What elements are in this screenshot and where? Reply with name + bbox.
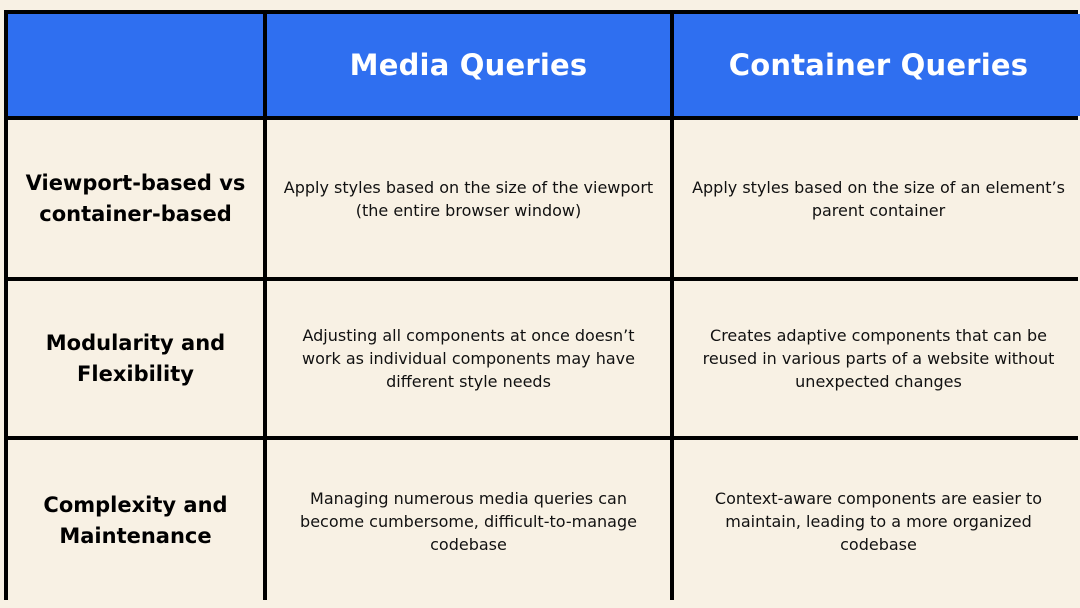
cell-text-line: maintain, leading to a more organized — [725, 511, 1032, 531]
row-label-line: container-based — [39, 201, 232, 226]
cell-text-line: Managing numerous media queries can — [310, 488, 627, 508]
cell-text-line: Apply styles based on the size of an ele… — [692, 177, 1065, 197]
cell-container-viewport: Apply styles based on the size of an ele… — [674, 120, 1080, 277]
cell-container-complexity: Context-aware components are easier to m… — [674, 440, 1080, 602]
cell-media-complexity: Managing numerous media queries can beco… — [267, 440, 670, 602]
row-label-viewport-vs-container: Viewport-based vs container-based — [8, 120, 263, 277]
cell-text-line: reused in various parts of a website wit… — [702, 349, 1055, 368]
row-label-complexity-maintenance: Complexity and Maintenance — [8, 440, 263, 602]
cell-container-modularity: Creates adaptive components that can be … — [674, 281, 1080, 436]
row-label-line: Maintenance — [59, 524, 212, 548]
row-label-line: Flexibility — [77, 361, 194, 386]
cell-text-line: codebase — [840, 534, 917, 554]
header-media-label: Media Queries — [349, 48, 588, 82]
header-container-queries: Container Queries — [674, 14, 1080, 116]
cell-media-modularity: Adjusting all components at once doesn’t… — [267, 281, 670, 436]
row-label-modularity-flexibility: Modularity and Flexibility — [8, 281, 263, 436]
cell-text-line: Context-aware components are easier to — [714, 488, 1043, 508]
cell-text-line: Apply styles based on the size of the vi… — [283, 177, 654, 197]
comparison-table: Media Queries Container Queries Viewport… — [4, 10, 1080, 602]
cell-text-line: codebase — [430, 534, 507, 554]
cell-text-line: Creates adaptive components that can be — [710, 326, 1047, 345]
cell-text-line: work as individual components may have — [302, 349, 635, 368]
row-label-line: Modularity and — [45, 330, 226, 355]
header-empty-cell — [8, 14, 263, 116]
row-label-line: Viewport-based vs — [25, 170, 246, 195]
header-media-queries: Media Queries — [267, 14, 670, 116]
cell-text-line: (the entire browser window) — [355, 200, 582, 220]
cell-text-line: become cumbersome, difficult-to-manage — [300, 511, 637, 531]
header-container-label: Container Queries — [728, 48, 1029, 82]
cell-text-line: Adjusting all components at once doesn’t — [302, 326, 635, 345]
cell-text-line: unexpected changes — [795, 372, 962, 391]
cell-media-viewport: Apply styles based on the size of the vi… — [267, 120, 670, 277]
row-label-line: Complexity and — [43, 493, 228, 517]
cell-text-line: different style needs — [386, 372, 551, 391]
cell-text-line: parent container — [811, 200, 946, 220]
